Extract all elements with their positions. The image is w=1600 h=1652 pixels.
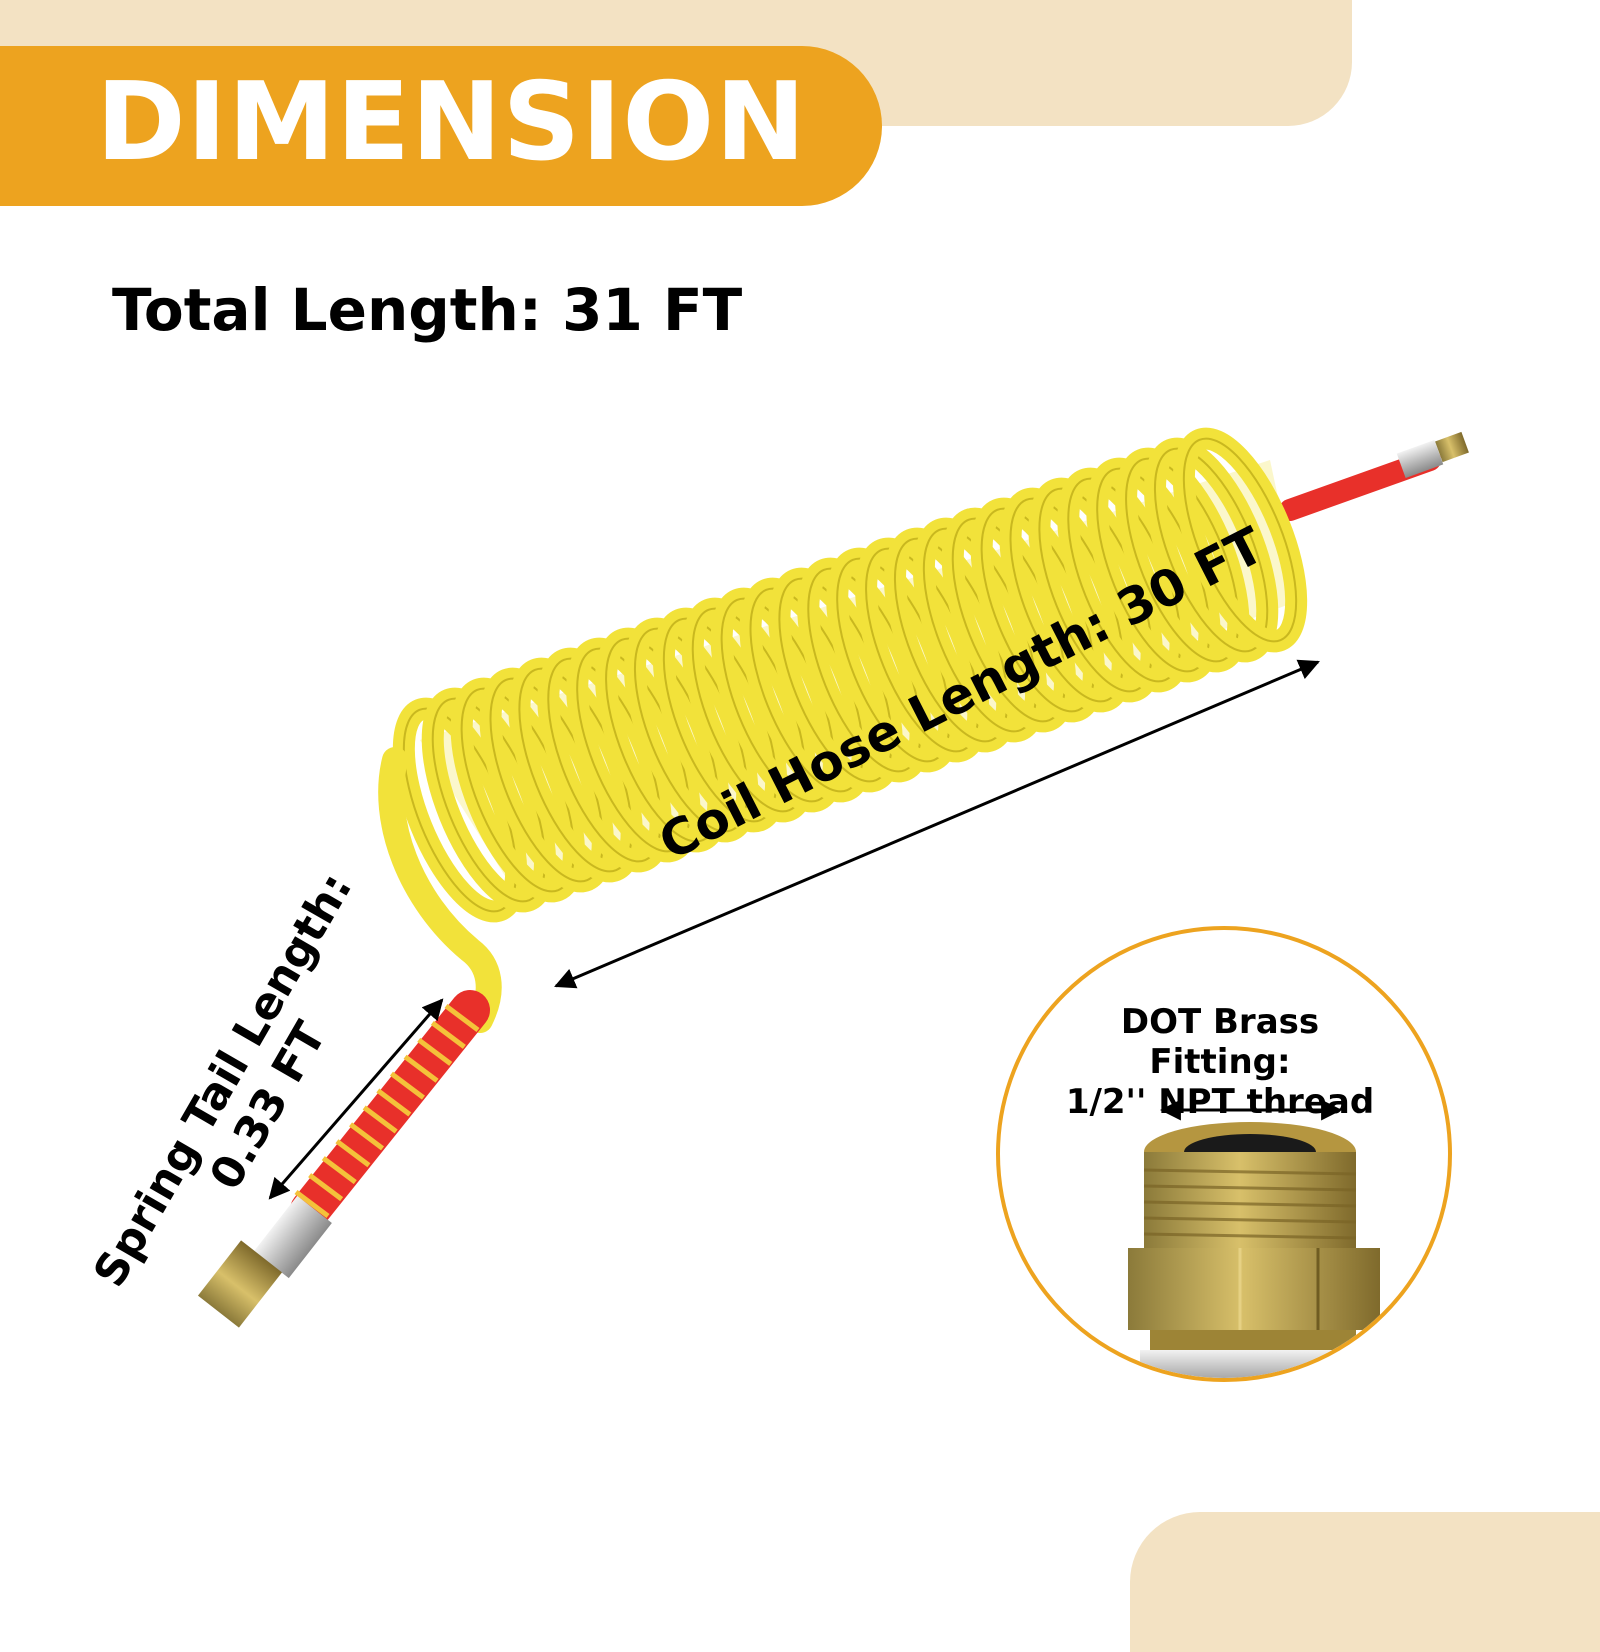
bottom-decor-band [1130,1512,1600,1652]
fitting-detail-circle [996,926,1452,1382]
right-spring-guard [1279,431,1469,521]
coil-loop-shade [1182,437,1298,643]
coil-length-arrow [554,659,1320,989]
fitting-label-line1: DOT Brass Fitting: [1120,1002,1320,1082]
fitting-label: DOT Brass Fitting: 1/2'' NPT thread [1050,1002,1390,1122]
fitting-label-line2: 1/2'' NPT thread [1065,1082,1375,1122]
hose-illustration [197,427,1469,1328]
total-length-label: Total Length: 31 FT [112,276,743,344]
title-banner [0,46,882,206]
coil-loop-shade [1153,447,1269,653]
guard-stripe [444,1004,480,1032]
brass-fitting-image [1128,1099,1380,1378]
page-title: DIMENSION [96,60,807,185]
tail-length-arrow [268,998,444,1200]
